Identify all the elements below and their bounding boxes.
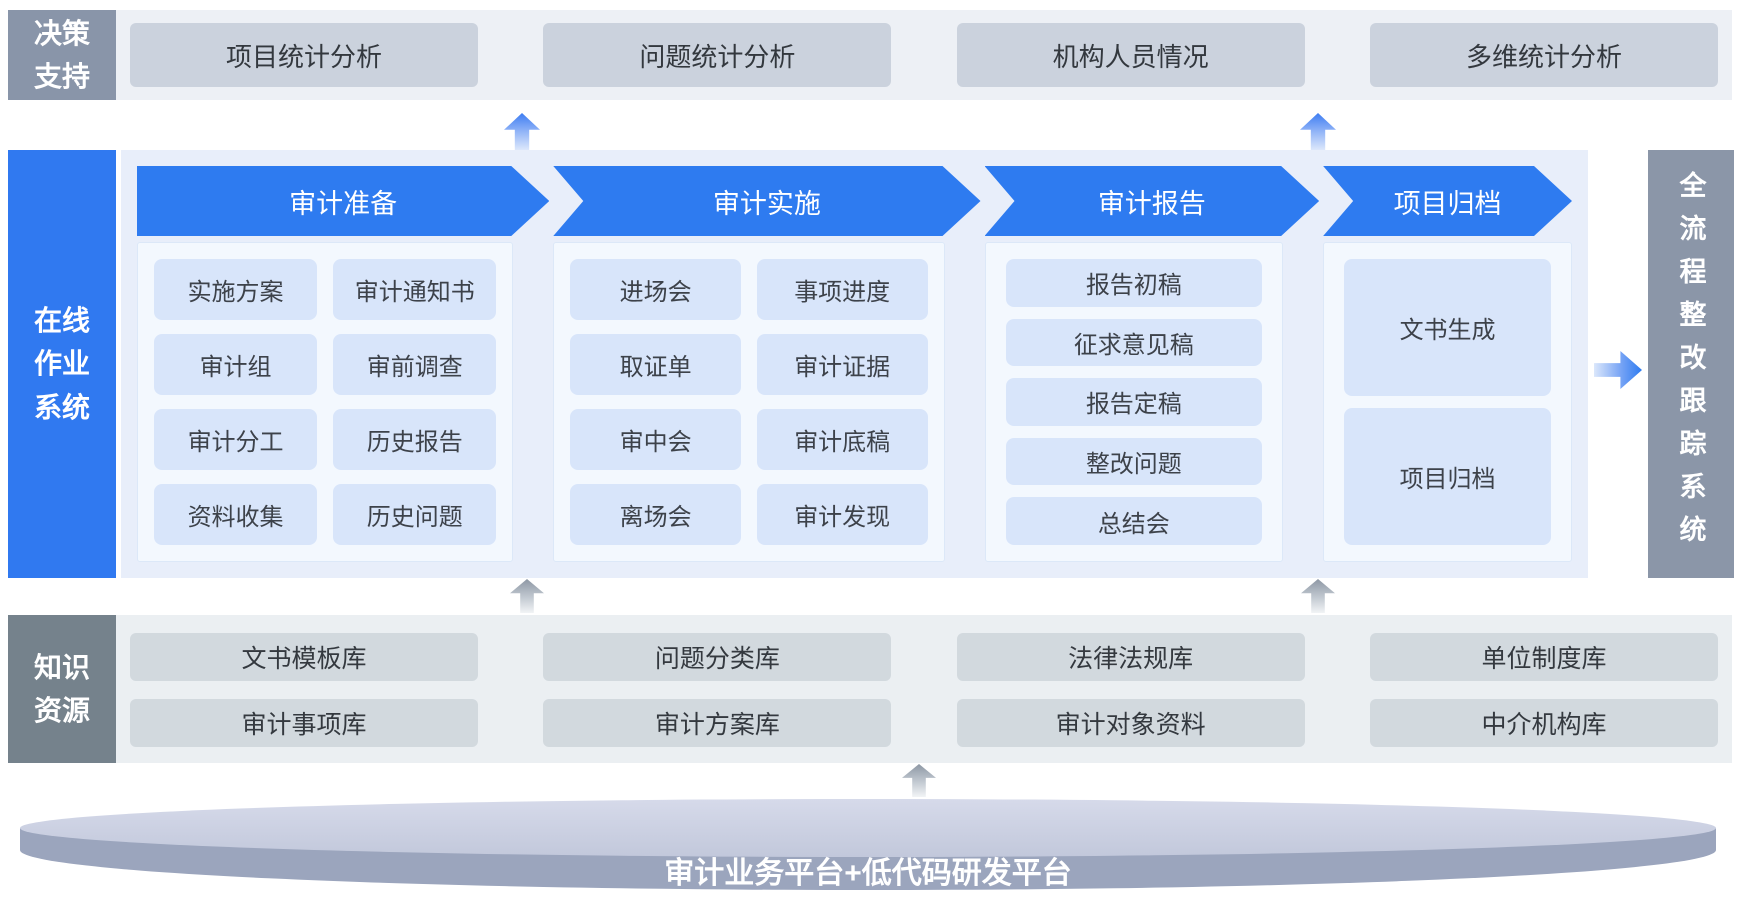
module-chip: 审计分工 — [154, 409, 318, 470]
module-chip: 审计组 — [154, 334, 318, 395]
knowledge-chip: 审计对象资料 — [956, 699, 1305, 747]
stage-audit-preparation: 审计准备 实施方案审计通知书审计组审前调查审计分工历史报告资料收集历史问题 — [137, 166, 513, 562]
knowledge-chip: 中介机构库 — [1369, 699, 1718, 747]
up-arrow-icon — [510, 579, 544, 613]
stage-body: 报告初稿征求意见稿报告定稿整改问题总结会 — [984, 242, 1284, 562]
decision-support-label-text: 决策支持 — [34, 17, 91, 92]
stage-header: 项目归档 — [1323, 166, 1572, 236]
module-chip: 历史报告 — [333, 409, 497, 470]
module-chip: 报告定稿 — [1005, 378, 1263, 426]
online-system-label: 在线作业系统 — [8, 150, 116, 578]
knowledge-chip: 法律法规库 — [956, 633, 1305, 681]
up-arrow-icon — [902, 764, 936, 797]
stage-project-archive: 项目归档 文书生成项目归档 — [1323, 166, 1572, 562]
module-chip: 实施方案 — [154, 259, 318, 320]
module-chip: 征求意见稿 — [1005, 318, 1263, 367]
knowledge-chip: 审计方案库 — [543, 699, 892, 747]
module-chip: 报告初稿 — [1005, 259, 1263, 307]
stage-header: 审计报告 — [985, 166, 1320, 236]
module-chip: 审中会 — [570, 409, 741, 470]
knowledge-resources-band: 文书模板库 问题分类库 法律法规库 单位制度库 审计事项库 审计方案库 审计对象资料 中介机… — [116, 615, 1732, 763]
module-chip: 总结会 — [1005, 497, 1263, 545]
decision-support-band: 项目统计分析 问题统计分析机构人员情况多维统计分析 — [116, 10, 1732, 100]
stage-header: 审计准备 — [137, 166, 549, 236]
platform-base-top — [20, 799, 1716, 857]
tracking-system-sidebar: 全流程整改跟踪系统 — [1648, 150, 1734, 578]
platform-label: 审计业务平台+低代码研发平台 — [664, 857, 1072, 890]
module-chip: 进场会 — [570, 259, 741, 320]
knowledge-chip: 问题分类库 — [543, 633, 892, 681]
module-chip: 审计通知书 — [333, 259, 497, 320]
module-chip: 整改问题 — [1005, 437, 1263, 486]
knowledge-resources-label: 知识资源 — [8, 615, 116, 763]
module-chip: 审计证据 — [756, 334, 928, 395]
stage-audit-implementation: 审计实施 进场会事项进度取证单审计证据审中会审计底稿离场会审计发现 — [553, 166, 944, 562]
module-chip: 资料收集 — [154, 484, 318, 545]
stage-audit-report: 审计报告 报告初稿征求意见稿报告定稿整改问题总结会 — [984, 166, 1284, 562]
stage-header: 审计实施 — [553, 166, 980, 236]
stage-body: 进场会事项进度取证单审计证据审中会审计底稿离场会审计发现 — [553, 242, 945, 562]
knowledge-row: 审计事项库 审计方案库 审计对象资料 中介机构库 — [130, 699, 1718, 747]
up-arrow-icon — [1301, 579, 1335, 613]
module-chip: 审计底稿 — [756, 409, 928, 470]
knowledge-resources-label-text: 知识资源 — [34, 651, 91, 726]
module-chip: 审计发现 — [756, 484, 928, 545]
module-chip: 事项进度 — [756, 259, 928, 320]
knowledge-chip: 单位制度库 — [1369, 633, 1718, 681]
decision-support-item: 机构人员情况 — [956, 23, 1305, 87]
online-system-label-text: 在线作业系统 — [34, 304, 91, 423]
module-chip: 历史问题 — [333, 484, 497, 545]
decision-support-label: 决策支持 — [8, 10, 116, 100]
knowledge-row: 文书模板库 问题分类库 法律法规库 单位制度库 — [130, 633, 1718, 681]
module-chip: 项目归档 — [1344, 408, 1551, 545]
module-chip: 取证单 — [570, 334, 741, 395]
tracking-system-label: 全流程整改跟踪系统 — [1675, 170, 1706, 558]
stage-body: 文书生成项目归档 — [1323, 242, 1572, 562]
decision-support-item: 多维统计分析 — [1369, 23, 1718, 87]
online-system-band: 审计准备 实施方案审计通知书审计组审前调查审计分工历史报告资料收集历史问题 审计… — [121, 150, 1588, 578]
right-arrow-icon — [1594, 351, 1642, 389]
module-chip: 离场会 — [570, 484, 741, 545]
knowledge-chip: 文书模板库 — [130, 633, 478, 681]
stage-body: 实施方案审计通知书审计组审前调查审计分工历史报告资料收集历史问题 — [137, 242, 514, 562]
module-chip: 审前调查 — [333, 334, 497, 395]
module-chip: 文书生成 — [1344, 259, 1551, 396]
decision-support-item: 项目统计分析 — [130, 23, 478, 87]
up-arrow-icon — [504, 113, 540, 153]
decision-support-item: 问题统计分析 — [543, 23, 892, 87]
up-arrow-icon — [1300, 113, 1336, 153]
knowledge-chip: 审计事项库 — [130, 699, 478, 747]
